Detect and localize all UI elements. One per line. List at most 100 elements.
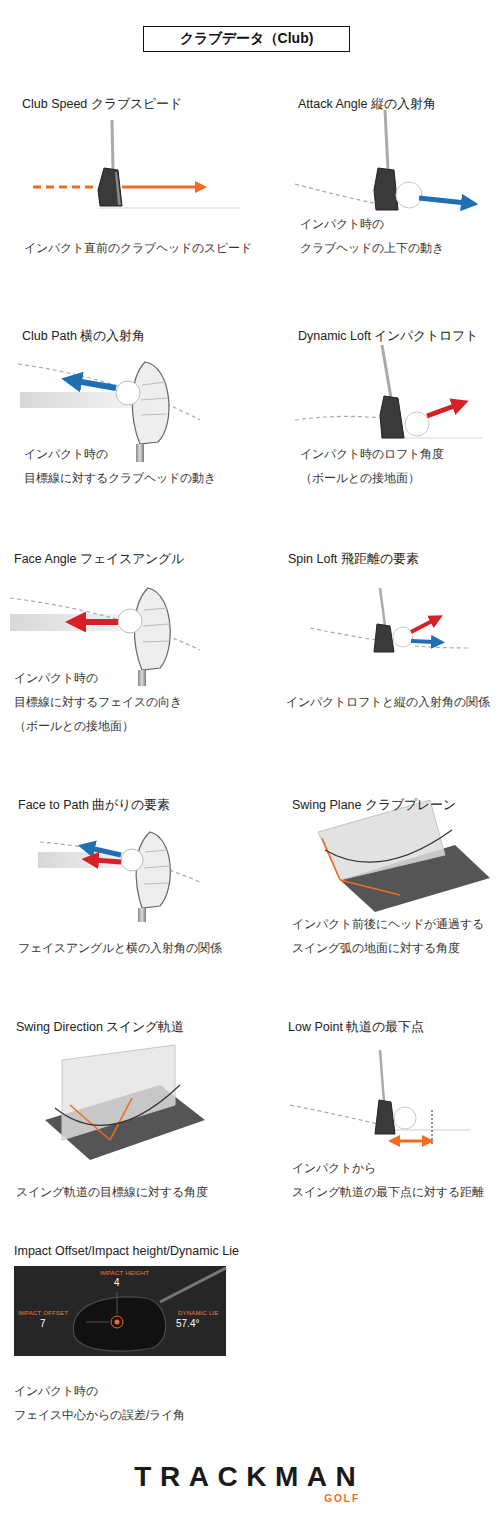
swing-direction-illustration [55,1085,180,1125]
swing-plane-illustration [340,880,400,895]
panel-heading: Club Speed クラブスピード [22,96,182,112]
impact-location-illustration [115,1320,120,1325]
dynamic-loft-illustration [380,396,404,438]
panel-description: インパクト時の 目標線に対するフェイスの向き （ボールとの接地面） [14,666,184,738]
swing-plane-illustration [318,800,490,912]
spin-loft-illustration [374,624,394,652]
dynamic-loft-illustration [295,345,482,438]
panel-heading: Dynamic Loft インパクトロフト [298,328,478,344]
attack-angle-illustration [396,182,422,208]
club-path-illustration [136,444,144,462]
club-speed-illustration [122,186,198,189]
panel-description: インパクトロフトと縦の入射角の関係 [286,690,492,714]
low-point-illustration [391,1140,425,1143]
low-point-illustration [290,1105,378,1124]
measure-label: IMPACT OFFSET [18,1310,68,1317]
measure-value: 7 [40,1318,46,1329]
club-speed-illustration [112,120,113,170]
measure-label: IMPACT HEIGHT [100,1270,149,1277]
face-angle-illustration [10,614,130,631]
panel-description: インパクト前後にヘッドが通過する スイング弧の地面に対する角度 [292,912,486,960]
club-path-illustration [132,362,169,444]
spin-loft-illustration [393,627,413,647]
measure-value: 57.4° [176,1318,199,1329]
panel-heading: Club Path 横の入射角 [22,328,145,344]
attack-angle-illustration [295,110,466,210]
face-to-path-illustration [94,860,121,862]
panel-description: インパクト時の クラブヘッドの上下の動き [300,212,446,260]
measure-label: DYNAMIC LIE [178,1310,219,1317]
club-speed-illustration [98,168,122,206]
face-angle-illustration [143,624,170,626]
title-box: クラブデータ（Club) [143,26,350,52]
attack-angle-illustration [295,184,378,204]
club-path-illustration [116,381,140,405]
face-to-path-illustration [144,866,170,868]
low-point-illustration [394,1107,416,1129]
club-path-illustration [18,364,200,420]
panel-description: インパクト時のロフト角度 （ボールとの接地面） [300,442,446,490]
face-to-path-illustration [145,850,168,852]
impact-location-illustration [14,1266,226,1356]
club-speed-illustration [98,208,240,209]
impact-location-illustration [111,1316,123,1328]
face-angle-illustration [143,641,169,642]
club-path-illustration [141,398,168,400]
spin-loft-illustration [411,620,434,632]
face-to-path-illustration [138,908,146,922]
attack-angle-illustration [385,110,388,170]
low-point-illustration [290,1050,470,1146]
dynamic-loft-illustration [427,405,457,416]
swing-direction-illustration [70,1105,110,1140]
panel-heading: Face Angle フェイスアングル [14,551,184,567]
panel-description: フェイスアングルと横の入射角の関係 [18,936,224,960]
impact-location-illustration [73,1297,165,1351]
low-point-illustration [432,1110,433,1146]
panel-heading: Low Point 軌道の最下点 [288,1019,424,1035]
impact-location-illustration [117,1292,118,1314]
spin-loft-illustration [411,641,435,642]
panel-heading: Swing Direction スイング軌道 [16,1019,184,1035]
spin-loft-illustration [310,628,376,640]
club-path-illustration [76,381,116,388]
club-speed-illustration [33,120,240,208]
panel-description: インパクト直前のクラブヘッドのスピード [24,236,254,260]
impact-location-illustration [160,1268,226,1302]
swing-plane-illustration [322,838,340,880]
panel-description: インパクトから スイング軌道の最下点に対する距離 [292,1156,486,1204]
face-to-path-illustration [144,883,169,884]
face-angle-illustration [138,670,146,686]
dynamic-loft-illustration [382,345,391,398]
spin-loft-illustration [310,588,470,652]
face-to-path-illustration [90,848,121,855]
club-speed-illustration [115,172,121,205]
face-to-path-illustration [136,832,170,908]
face-angle-illustration [10,598,200,650]
club-speed-illustration [33,186,98,189]
impact-location-illustration [14,1266,226,1356]
impact-location-illustration [86,1322,109,1323]
dynamic-loft-illustration [405,412,429,436]
swing-direction-illustration [110,1098,132,1140]
swing-direction-illustration [62,1045,175,1140]
panel-heading: Impact Offset/Impact height/Dynamic Lie [14,1243,239,1259]
swing-direction-illustration [45,1045,205,1160]
face-angle-illustration [144,608,168,610]
attack-angle-illustration [374,168,398,210]
brand-logo: TRACKMAN [134,1462,364,1492]
spin-loft-illustration [415,646,470,648]
face-to-path-illustration [38,832,200,922]
panel-heading: Swing Plane クラブプレーン [292,797,456,813]
panel-description: インパクト時の フェイス中心からの誤差/ライ角 [14,1379,188,1427]
measure-value: 4 [114,1277,120,1288]
face-angle-illustration [118,609,142,633]
low-point-illustration [380,1050,384,1102]
dynamic-loft-illustration [295,416,382,420]
attack-angle-illustration [419,198,466,203]
panel-heading: Face to Path 曲がりの要素 [18,797,170,813]
panel-heading: Attack Angle 縦の入射角 [298,96,436,112]
face-angle-illustration [80,619,118,625]
low-point-illustration [375,1100,395,1134]
